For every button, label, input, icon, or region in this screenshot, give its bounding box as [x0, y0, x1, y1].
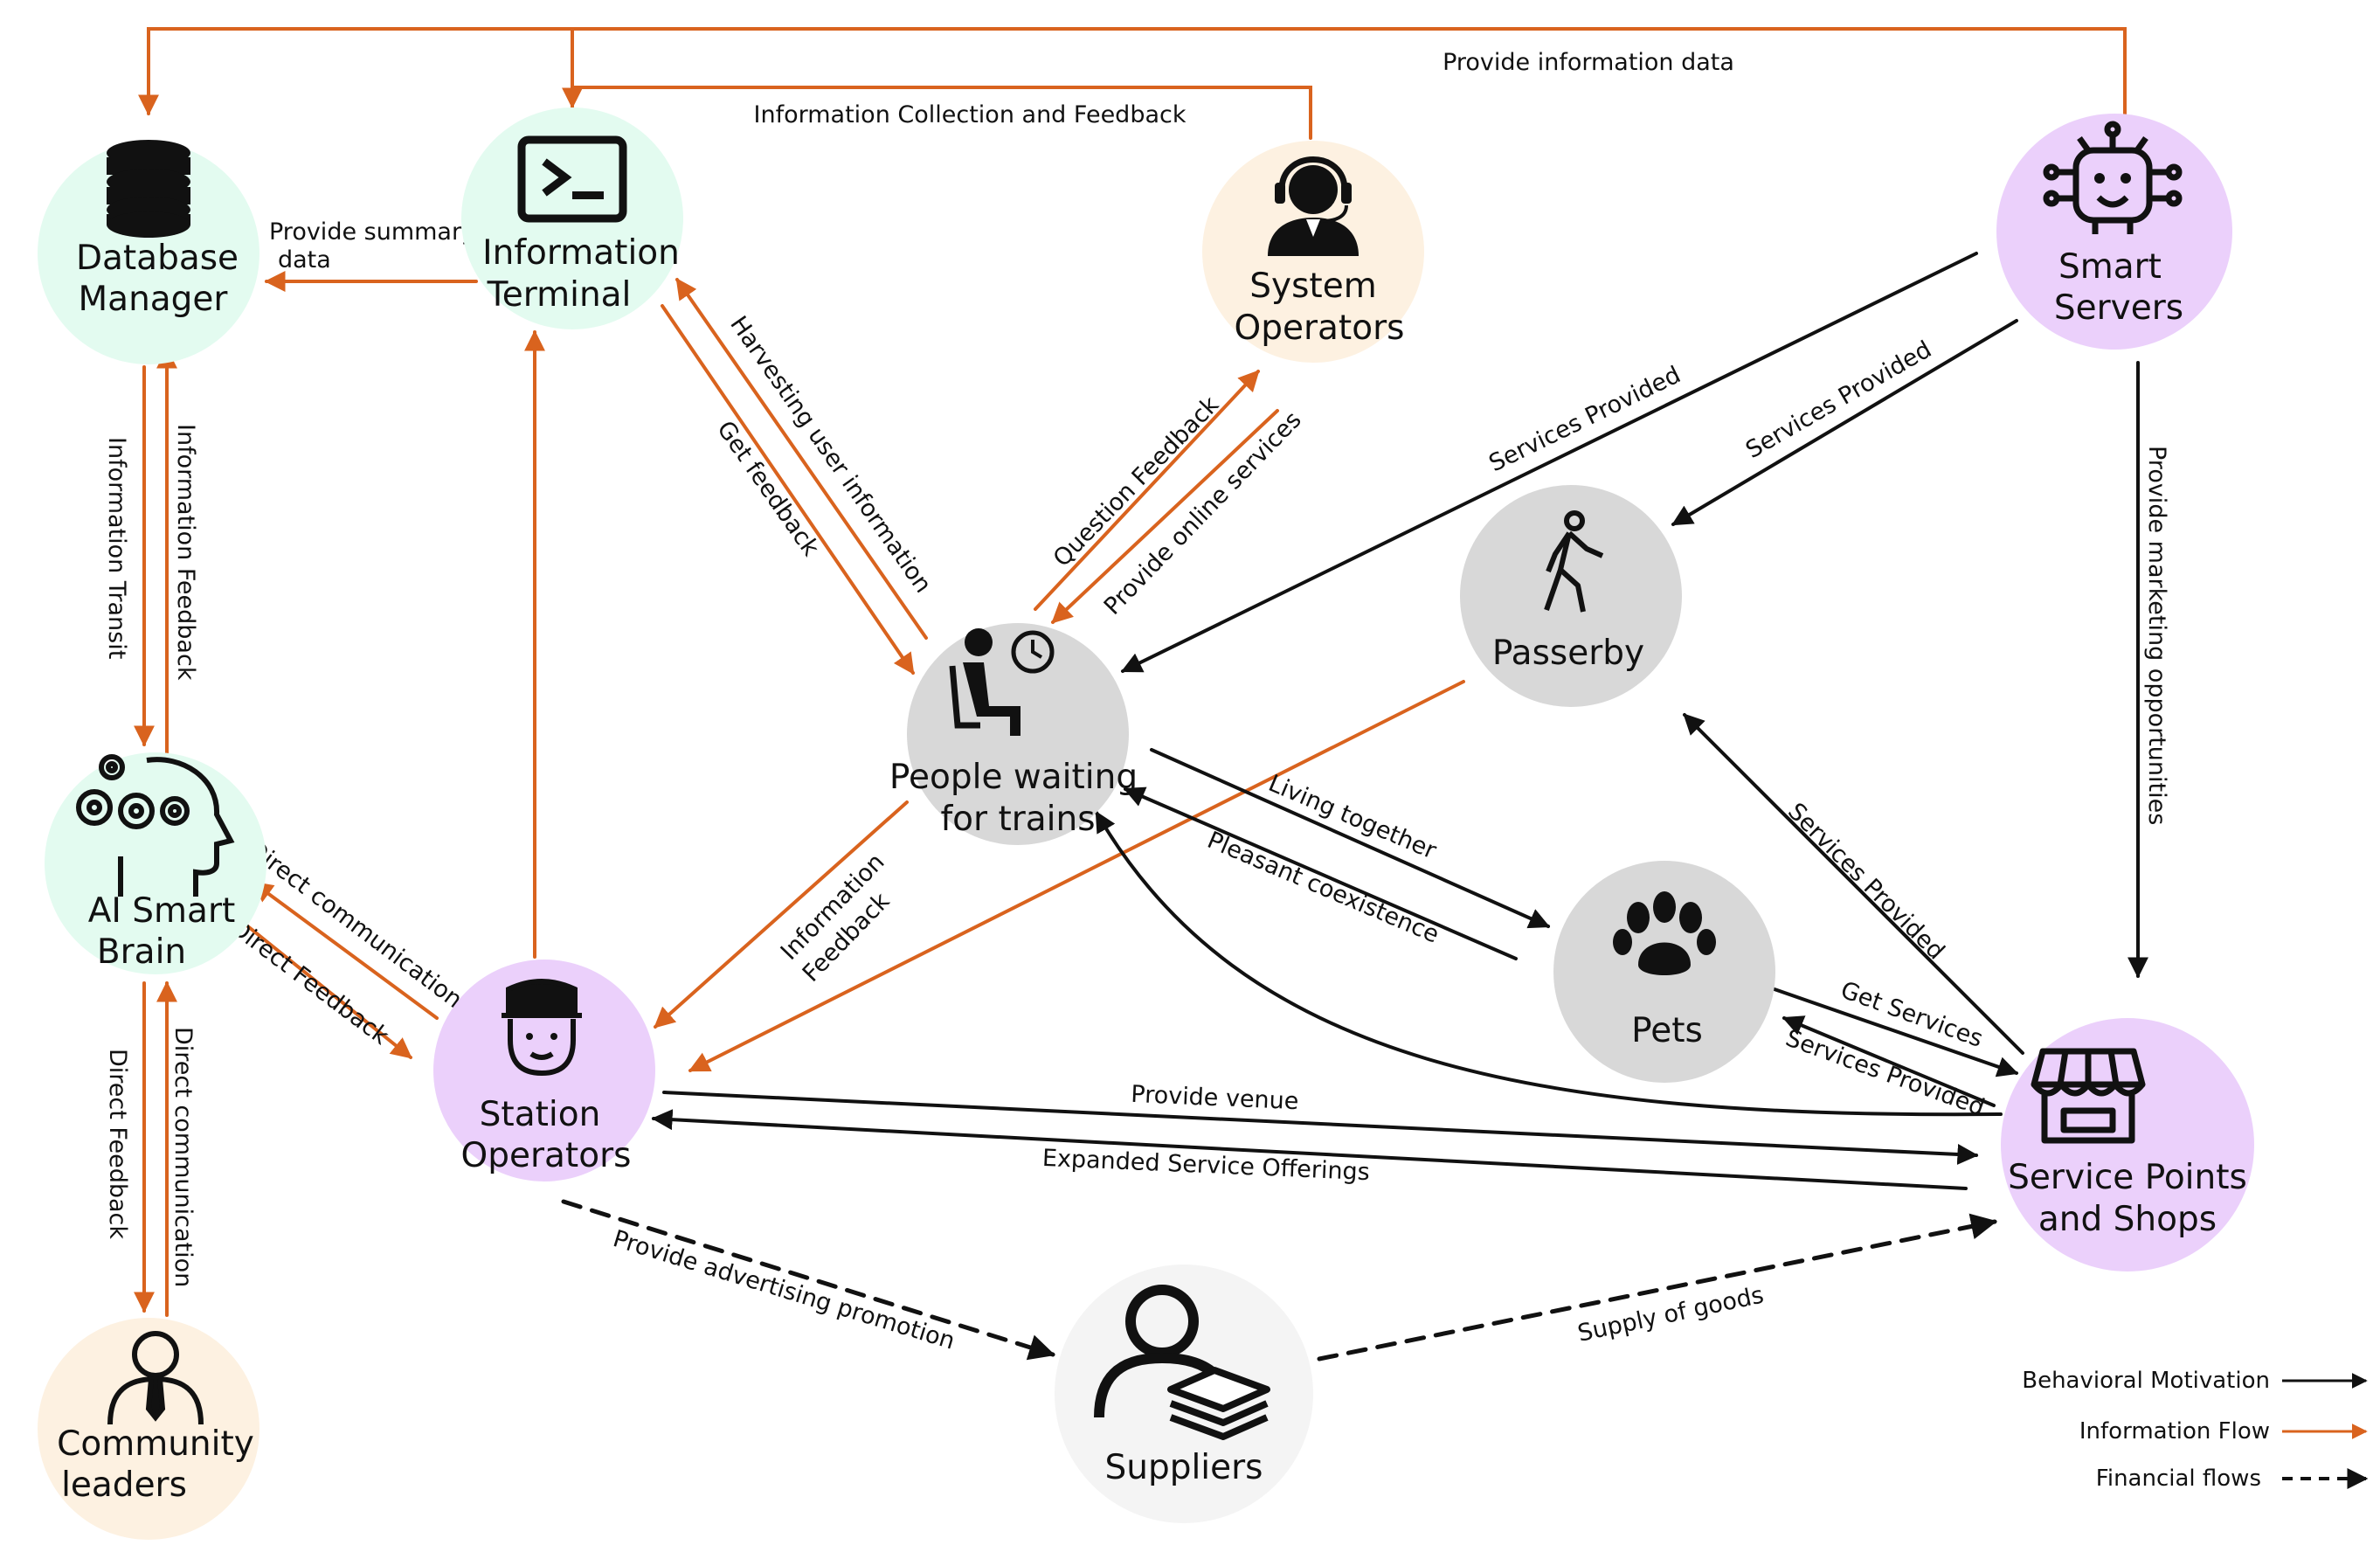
edge-question-feedback: [1034, 370, 1260, 611]
edge-information-feedback-people-station: [654, 800, 909, 1029]
edge-services-provided-shop-pets: [1782, 1015, 1996, 1107]
edge-services-provided-people: [1120, 252, 1978, 673]
label-services-provided-shop-passerby: Services Provided: [1782, 798, 1949, 965]
headset-operator-icon: [1268, 156, 1359, 256]
label-provide-summary-data-1: Provide summary: [269, 218, 475, 246]
robot-chip-icon: [2043, 121, 2183, 234]
legend: Behavioral Motivation Information Flow F…: [2022, 1368, 2369, 1492]
ai-smart-brain-label-2: Brain: [97, 932, 186, 972]
node-information-terminal: Information Terminal: [461, 107, 683, 329]
leader-person-icon: [107, 1331, 204, 1425]
label-information-feedback: Information Feedback: [172, 424, 199, 681]
edge-supply-of-goods: [1317, 1213, 1997, 1362]
database-manager-label-1: Database: [76, 239, 239, 278]
edge-provide-online-services: [1051, 409, 1279, 624]
edge-direct-communication-station: [252, 881, 439, 1020]
edge-passerby-to-station: [688, 680, 1465, 1072]
node-station-operators: Station Operators: [433, 960, 655, 1181]
node-suppliers: Suppliers: [1055, 1265, 1313, 1523]
paw-icon: [1613, 891, 1716, 975]
service-points-label-2: and Shops: [2038, 1200, 2217, 1239]
node-system-operators: System Operators: [1202, 141, 1424, 363]
edge-provide-information-data: [138, 27, 2127, 124]
service-points-label-1: Service Points: [2008, 1158, 2247, 1197]
label-direct-communication-community: Direct communication: [170, 1027, 197, 1287]
passerby-label: Passerby: [1492, 634, 1644, 673]
label-provide-information-data: Provide information data: [1443, 49, 1734, 76]
label-services-provided-people: Services Provided: [1484, 361, 1685, 477]
shop-icon: [2031, 1048, 2146, 1144]
information-terminal-label-2: Terminal: [487, 275, 632, 315]
edge-services-provided-shop-passerby: [1683, 713, 2024, 1055]
label-provide-venue: Provide venue: [1131, 1081, 1299, 1115]
walking-person-icon: [1544, 510, 1604, 613]
edge-services-provided-passerby: [1671, 319, 2018, 526]
label-living-together: Living together: [1264, 770, 1441, 865]
people-waiting-label-2: for trains: [940, 800, 1095, 839]
edge-information-collection-feedback: [571, 86, 1312, 140]
node-pets: Pets: [1553, 861, 1775, 1083]
label-provide-summary-data-2: data: [278, 246, 331, 274]
node-passerby: Passerby: [1460, 485, 1682, 707]
label-direct-feedback-community: Direct Feedback: [104, 1049, 131, 1239]
node-people-waiting: People waiting for trains: [889, 623, 1138, 845]
system-operators-label-2: Operators: [1235, 308, 1405, 348]
suppliers-label: Suppliers: [1104, 1448, 1263, 1487]
smart-servers-label-1: Smart: [2058, 247, 2162, 287]
edge-harvesting-user-information: [675, 278, 928, 640]
edge-get-services: [1768, 986, 2019, 1077]
terminal-icon: [517, 135, 627, 223]
edge-provide-venue: [662, 1091, 1979, 1165]
label-provide-marketing-opportunities: Provide marketing opportunities: [2143, 446, 2170, 825]
brain-gears-icon: [76, 754, 235, 897]
information-terminal-label-1: Information: [482, 233, 680, 273]
label-information-collection-feedback: Information Collection and Feedback: [754, 101, 1187, 128]
edge-living-together: [1150, 748, 1551, 929]
people-waiting-label-1: People waiting: [889, 758, 1138, 797]
label-get-services: Get Services: [1837, 976, 1987, 1052]
node-service-points: Service Points and Shops: [2001, 1018, 2254, 1271]
node-community-leaders: Community leaders: [38, 1318, 259, 1540]
node-smart-servers: Smart Servers: [1996, 114, 2232, 350]
station-operators-label-2: Operators: [461, 1136, 632, 1175]
smart-servers-label-2: Servers: [2054, 288, 2183, 328]
supplier-person-stack-icon: [1094, 1285, 1270, 1440]
label-provide-online-services: Provide online services: [1099, 406, 1307, 620]
node-database-manager: Database Manager: [38, 140, 259, 364]
legend-financial-label: Financial flows: [2096, 1465, 2261, 1492]
ai-smart-brain-label-1: AI Smart: [88, 891, 236, 931]
database-icon: [107, 140, 190, 238]
edge-get-feedback: [661, 304, 915, 675]
label-information-transit: Information Transit: [103, 437, 130, 659]
station-operators-label-1: Station: [480, 1095, 601, 1134]
edge-expanded-service-offerings: [651, 1109, 1968, 1190]
legend-information-label: Information Flow: [2079, 1418, 2270, 1445]
legend-behavioral-label: Behavioral Motivation: [2022, 1368, 2270, 1394]
label-provide-advertising-promotion: Provide advertising promotion: [610, 1225, 958, 1355]
label-direct-communication-station: Direct communication: [243, 835, 467, 1014]
system-operators-label-1: System: [1249, 267, 1376, 306]
label-expanded-service-offerings: Expanded Service Offerings: [1041, 1145, 1370, 1186]
edge-shop-to-people-curve: [1095, 810, 2003, 1117]
waiting-person-clock-icon: [949, 628, 1055, 736]
pets-label: Pets: [1631, 1011, 1703, 1050]
station-staff-icon: [502, 979, 582, 1077]
edge-provide-advertising-promotion: [561, 1199, 1055, 1361]
edge-direct-feedback-station: [230, 911, 412, 1059]
node-ai-smart-brain: AI Smart Brain: [45, 752, 266, 974]
edge-pleasant-coexistence: [1123, 786, 1518, 960]
community-leaders-label-2: leaders: [61, 1465, 187, 1505]
label-supply-of-goods: Supply of goods: [1575, 1281, 1766, 1347]
database-manager-label-2: Manager: [79, 280, 229, 319]
community-leaders-label-1: Community: [57, 1424, 254, 1464]
